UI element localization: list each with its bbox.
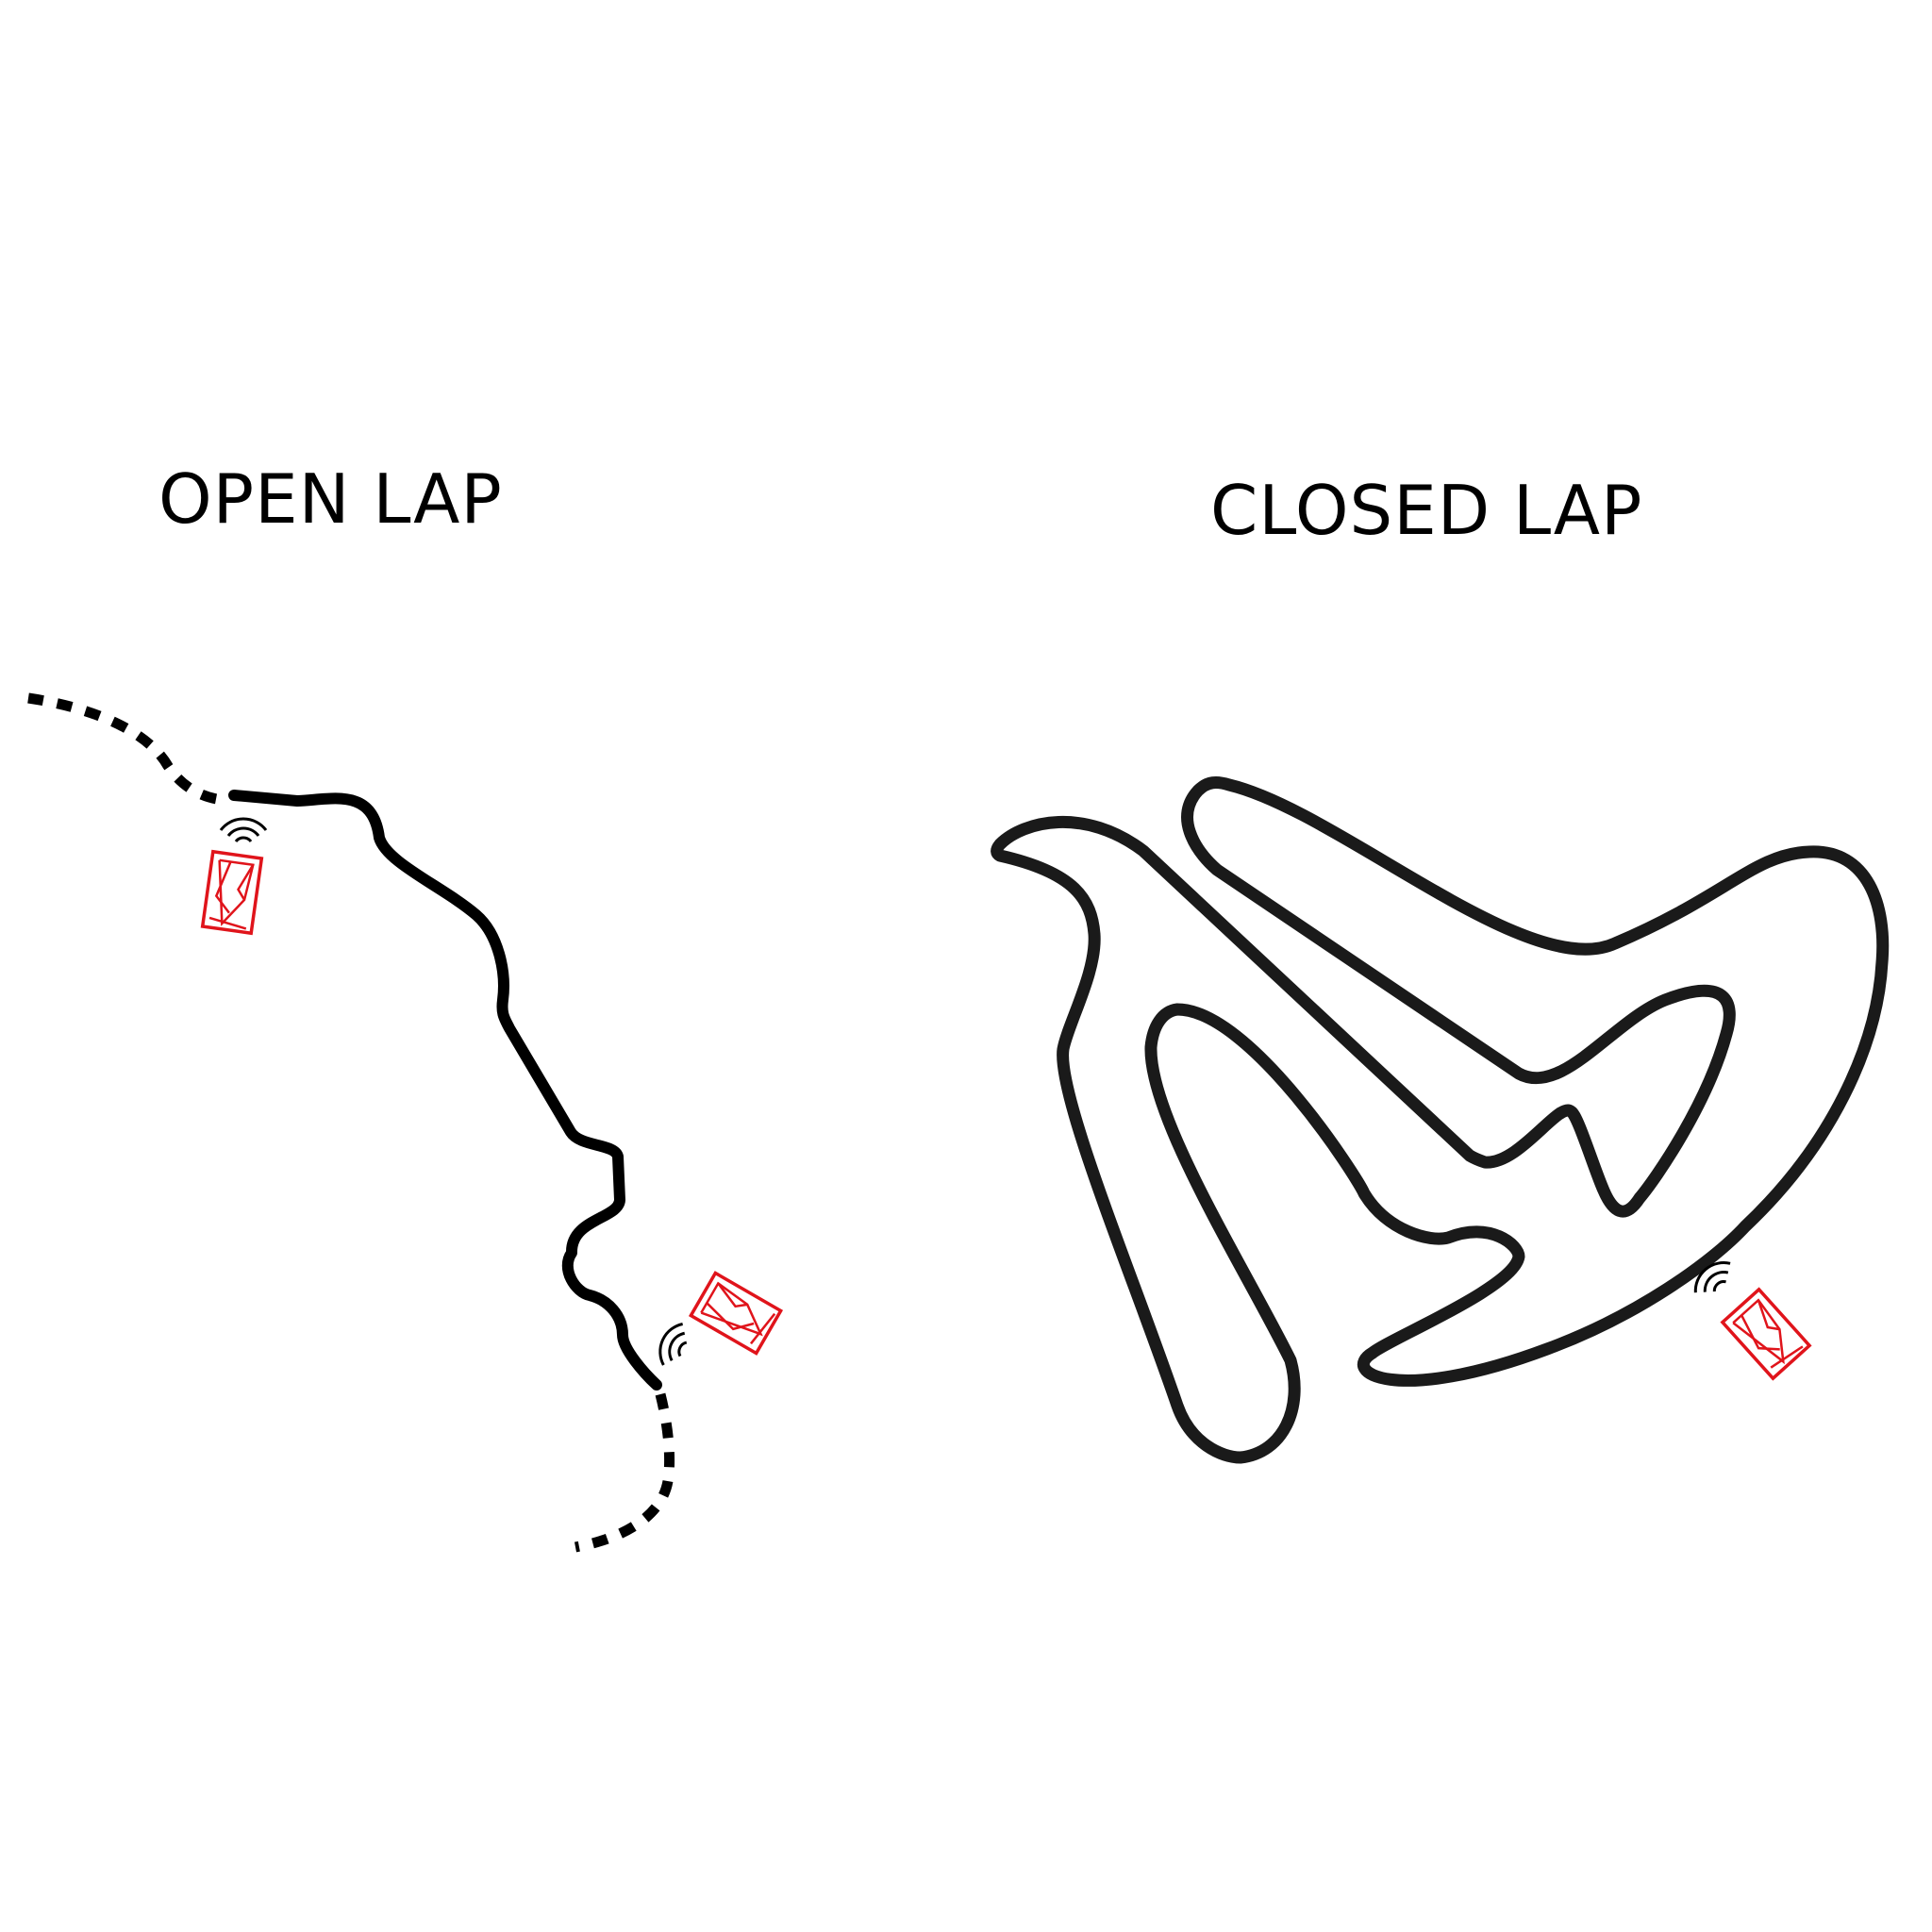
closed-lap-circuit: [991, 776, 1890, 1464]
open-lap-exit-dashed: [575, 1392, 675, 1553]
finish-signal-waves-icon: [651, 1317, 695, 1372]
open-lap-approach-dashed: [27, 692, 225, 806]
open-lap-timed-section: [228, 790, 662, 1391]
closed-lap-timing-transponder-icon: [1721, 1288, 1811, 1380]
start-timing-transponder-icon: [200, 850, 264, 935]
open-lap-track: [27, 692, 675, 1553]
start-signal-waves-icon: [219, 817, 268, 843]
closed-lap-label: CLOSED LAP: [1210, 471, 1643, 550]
open-lap-label: OPEN LAP: [158, 459, 503, 539]
finish-timing-transponder-icon: [689, 1271, 783, 1356]
